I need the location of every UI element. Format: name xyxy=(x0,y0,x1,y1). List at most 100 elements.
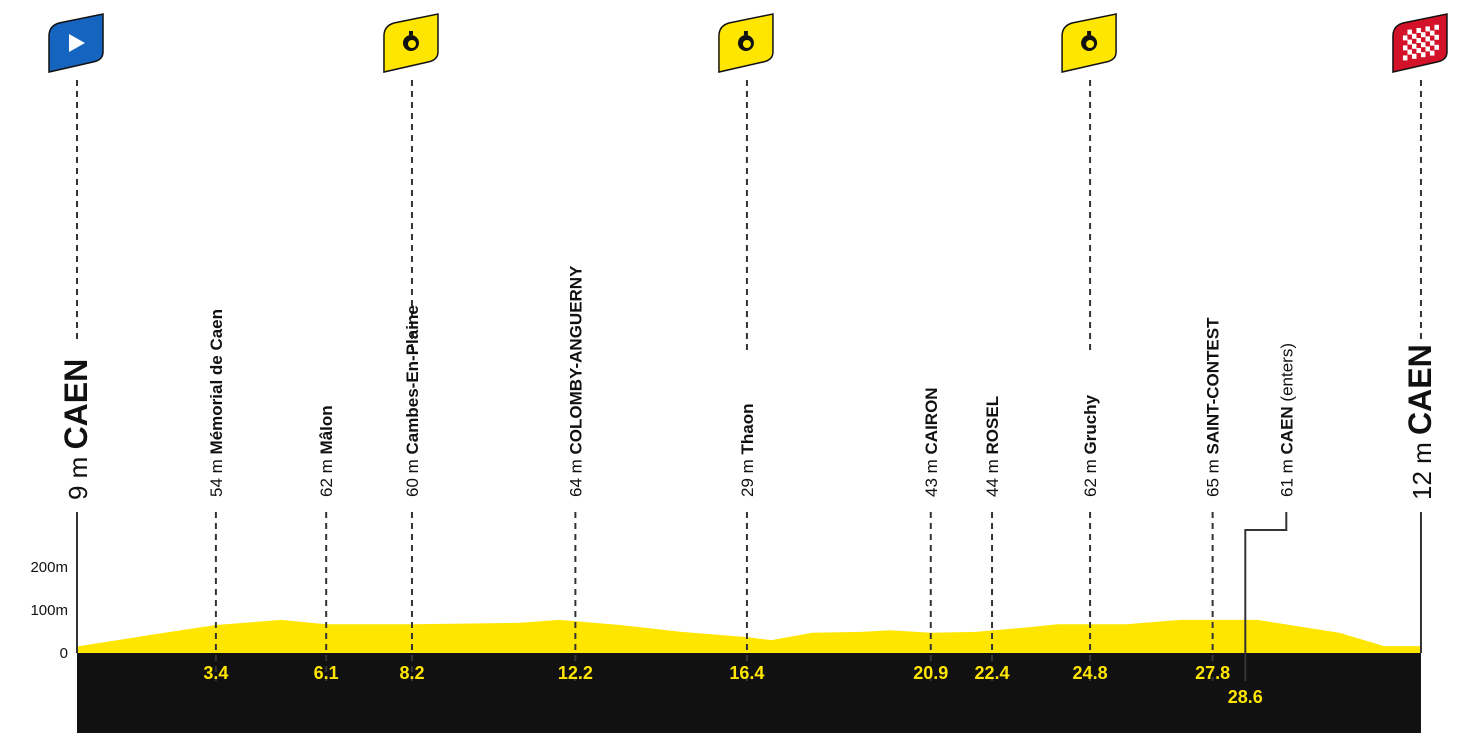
stopwatch-crown xyxy=(408,31,413,35)
altitude: 62 m xyxy=(317,454,336,497)
route-point: 62 m Mâlon 6.1 xyxy=(314,405,339,683)
route-point: 54 m Mémorial de Caen 3.4 xyxy=(203,309,228,683)
route-point: 60 m Cambes-En-Plaine 8.2 xyxy=(399,80,424,683)
place-name: COLOMBY-ANGUERNY xyxy=(566,265,585,455)
point-label: 12 m CAEN xyxy=(1402,344,1438,500)
km-label: 16.4 xyxy=(729,663,764,683)
checker xyxy=(1434,44,1439,50)
place-name: Cambes-En-Plaine xyxy=(403,305,422,454)
route-point: 62 m Gruchy 24.8 xyxy=(1073,80,1108,683)
sprint-flag xyxy=(383,13,439,73)
km-label: 12.2 xyxy=(558,663,593,683)
checker xyxy=(1411,53,1417,59)
altitude: 61 m xyxy=(1277,454,1296,497)
place-name: CAEN xyxy=(1277,406,1296,454)
offset-leader xyxy=(1244,512,1288,681)
y-tick-label: 200m xyxy=(30,559,68,576)
checker xyxy=(1420,52,1426,58)
checkered-icon xyxy=(1402,24,1439,61)
point-label: 62 m Gruchy xyxy=(1081,394,1100,497)
point-label: 9 m CAEN xyxy=(58,359,94,500)
checker xyxy=(1416,48,1421,53)
km-label: 20.9 xyxy=(913,663,948,683)
altitude: 64 m xyxy=(566,454,585,497)
point-label: 60 m Cambes-En-Plaine xyxy=(403,305,422,497)
checker xyxy=(1425,36,1430,42)
checker xyxy=(1434,24,1439,30)
stopwatch-face xyxy=(1086,40,1095,48)
km-label: 28.6 xyxy=(1228,687,1263,707)
route-point: 64 m COLOMBY-ANGUERNY 12.2 xyxy=(558,265,593,683)
checker xyxy=(1429,40,1435,46)
route-point: 29 m Thaon 16.4 xyxy=(729,80,764,683)
place-name: CAIRON xyxy=(922,387,941,454)
checker xyxy=(1407,39,1412,45)
stopwatch-face xyxy=(742,40,751,48)
km-label: 24.8 xyxy=(1073,663,1108,683)
checker xyxy=(1407,29,1412,35)
km-label: 27.8 xyxy=(1195,663,1230,683)
finish-flag xyxy=(1392,13,1448,73)
route-point: 12 m CAEN xyxy=(1402,80,1438,653)
y-tick-label: 100m xyxy=(30,602,68,619)
route-point: 43 m CAIRON 20.9 xyxy=(913,387,948,683)
y-tick-label: 0 xyxy=(60,645,68,662)
stopwatch-crown xyxy=(743,31,748,35)
checker xyxy=(1434,34,1439,40)
route-point: 65 m SAINT-CONTEST 27.8 xyxy=(1195,317,1230,683)
elevation-area xyxy=(77,619,1421,653)
altitude: 65 m xyxy=(1204,454,1223,497)
checker xyxy=(1411,33,1417,39)
route-point: 9 m CAEN xyxy=(58,80,94,653)
point-label: 64 m COLOMBY-ANGUERNY xyxy=(566,265,585,497)
checker xyxy=(1429,50,1435,56)
stopwatch-face xyxy=(407,40,416,48)
checker xyxy=(1416,28,1421,33)
start-flag xyxy=(48,13,104,73)
checker xyxy=(1402,45,1408,51)
distance-band xyxy=(77,653,1421,733)
checker xyxy=(1420,42,1426,48)
point-label: 62 m Mâlon xyxy=(317,405,336,497)
km-label: 3.4 xyxy=(203,663,228,683)
point-label: 65 m SAINT-CONTEST xyxy=(1204,317,1223,497)
checker xyxy=(1425,26,1430,32)
checker xyxy=(1407,49,1412,55)
altitude: 43 m xyxy=(922,454,941,497)
altitude: 62 m xyxy=(1081,454,1100,497)
place-name: SAINT-CONTEST xyxy=(1204,317,1223,455)
play-icon xyxy=(69,34,85,52)
place-name: Thaon xyxy=(738,403,757,454)
checker xyxy=(1411,43,1417,49)
sprint-flag xyxy=(718,13,774,73)
altitude: 60 m xyxy=(403,454,422,497)
altitude: 44 m xyxy=(983,454,1002,497)
checker xyxy=(1429,30,1435,36)
point-label: 43 m CAIRON xyxy=(922,387,941,497)
point-label: 61 m CAEN (enters) xyxy=(1277,343,1296,497)
place-name: ROSEL xyxy=(983,396,1002,455)
place-note: (enters) xyxy=(1277,343,1296,406)
km-label: 8.2 xyxy=(399,663,424,683)
altitude: 12 m xyxy=(1407,435,1437,500)
place-name: Gruchy xyxy=(1081,394,1100,454)
altitude: 29 m xyxy=(738,454,757,497)
km-label: 6.1 xyxy=(314,663,339,683)
point-label: 54 m Mémorial de Caen xyxy=(207,309,226,497)
sprint-flag xyxy=(1061,13,1117,73)
checker xyxy=(1416,38,1421,43)
km-label: 22.4 xyxy=(975,663,1010,683)
place-name: CAEN xyxy=(58,359,94,450)
altitude: 54 m xyxy=(207,454,226,497)
checker xyxy=(1402,55,1408,61)
stopwatch-crown xyxy=(1087,31,1092,35)
checker xyxy=(1425,46,1430,52)
route-point: 61 m CAEN (enters) 28.6 xyxy=(1228,343,1297,707)
altitude: 9 m xyxy=(63,449,93,500)
place-name: Mâlon xyxy=(317,405,336,454)
place-name: CAEN xyxy=(1402,344,1438,435)
point-label: 44 m ROSEL xyxy=(983,396,1002,497)
checker xyxy=(1402,35,1408,41)
point-label: 29 m Thaon xyxy=(738,403,757,497)
